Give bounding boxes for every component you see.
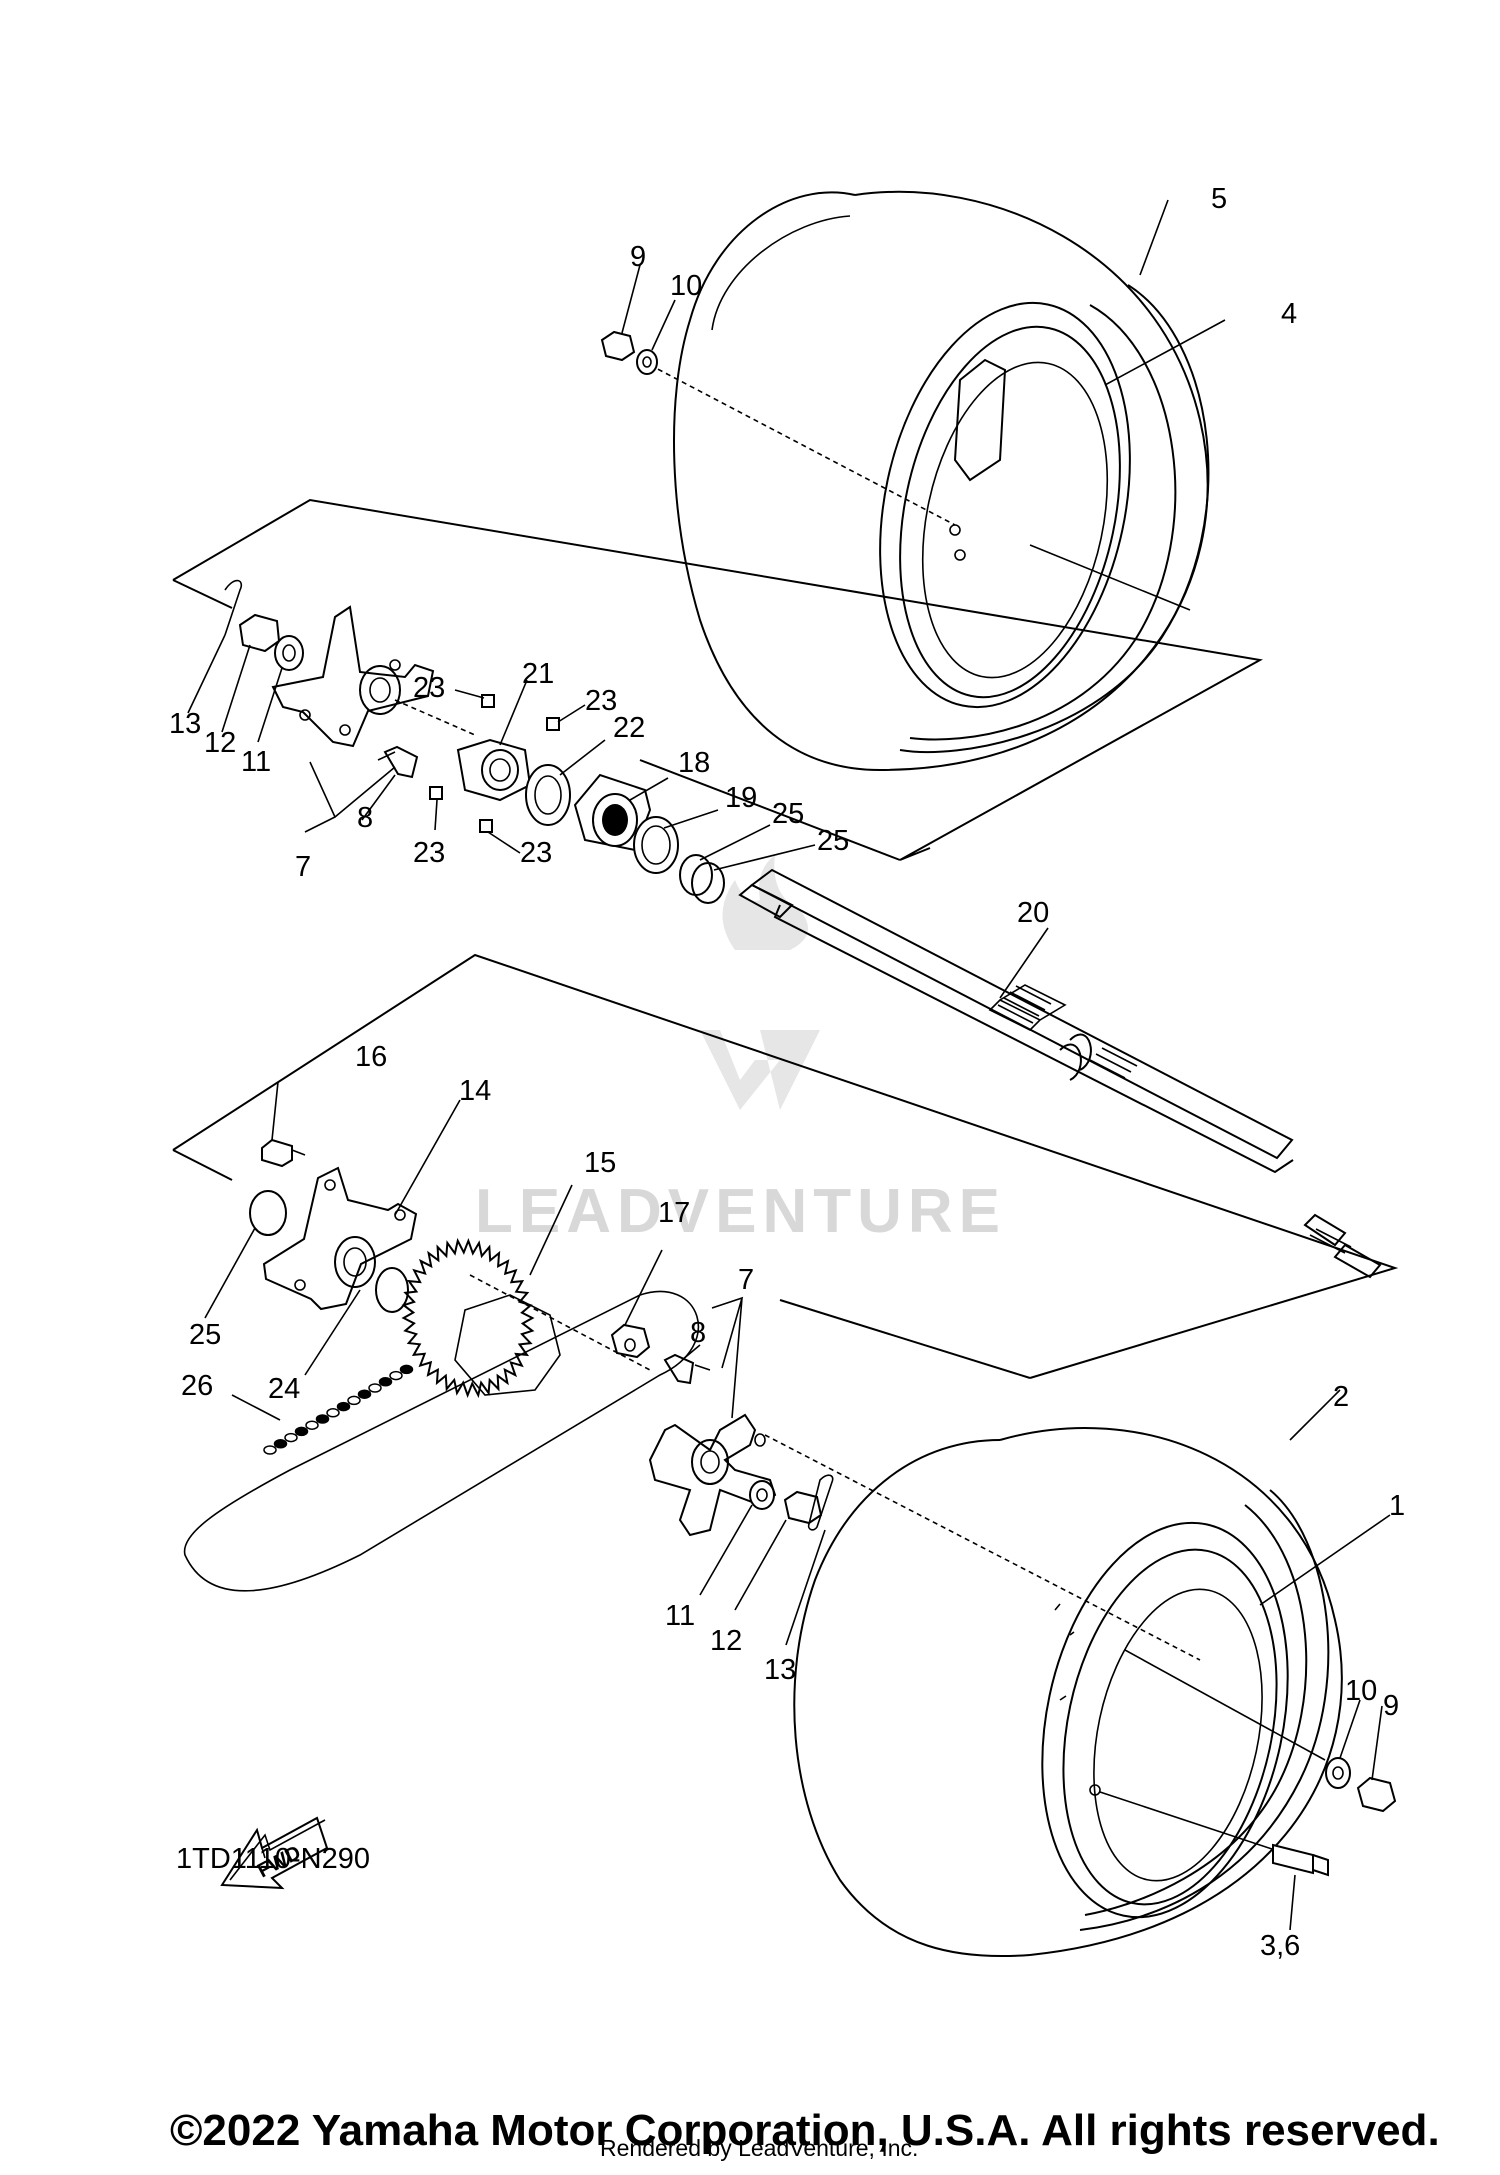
callout-22: 22 (613, 712, 645, 744)
chain-link (336, 1401, 351, 1412)
chain-link (357, 1389, 372, 1399)
callout-26: 26 (181, 1370, 213, 1402)
bottom-nut-washer-valve (1272, 1699, 1397, 1931)
callout-19: 19 (725, 782, 757, 814)
middle-hub-parts (429, 679, 816, 904)
callout-15: 15 (584, 1147, 616, 1179)
callout-25-c: 25 (189, 1319, 221, 1351)
callout-3-6: 3,6 (1260, 1930, 1300, 1962)
callout-4: 4 (1281, 298, 1297, 330)
chain-link (273, 1439, 288, 1449)
axle-splines (997, 985, 1352, 1254)
callout-13-top: 13 (169, 708, 201, 740)
chain-link (347, 1395, 361, 1406)
top-wheel (649, 190, 1226, 771)
chain-link (294, 1426, 309, 1437)
chain-link (399, 1364, 414, 1375)
callout-20: 20 (1017, 897, 1049, 929)
chain-link (315, 1414, 330, 1424)
watermark-text: LEADVENTURE (475, 1177, 1006, 1246)
callout-7-bottom: 7 (738, 1264, 754, 1296)
lower-right-hub-parts (610, 1249, 1201, 1661)
lower-frame (172, 953, 1399, 1379)
bottom-wheel (793, 1389, 1391, 1958)
callout-9-top: 9 (630, 241, 646, 273)
callout-5: 5 (1211, 183, 1227, 215)
callout-11-top: 11 (241, 746, 271, 778)
chain-link (263, 1445, 277, 1455)
callout-23-a: 23 (413, 672, 445, 704)
callout-10-bottom: 10 (1345, 1675, 1377, 1707)
rendered-by-notice: Rendered by LeadVenture, Inc. (600, 2135, 919, 2161)
callout-7-top: 7 (295, 851, 311, 883)
chain-link (378, 1377, 393, 1387)
callout-11-bottom: 11 (665, 1600, 695, 1632)
callout-25-a: 25 (772, 798, 804, 830)
callout-9-bottom: 9 (1383, 1690, 1399, 1722)
callout-21: 21 (522, 658, 554, 690)
callout-12-top: 12 (204, 727, 236, 759)
chain-link (368, 1383, 382, 1393)
callout-23-c: 23 (413, 837, 445, 869)
upper-hub-frame (172, 498, 1263, 861)
chain-link (284, 1432, 298, 1443)
callout-24: 24 (268, 1373, 300, 1405)
callout-1: 1 (1389, 1490, 1405, 1522)
sprocket-hub-parts (204, 1081, 461, 1376)
callout-2: 2 (1333, 1381, 1349, 1413)
rear-axle (738, 868, 1382, 1279)
callout-8-top: 8 (357, 802, 373, 834)
chain-link (389, 1370, 403, 1381)
callout-18: 18 (678, 747, 710, 779)
left-hub-parts (187, 579, 476, 833)
drive-chain (183, 1290, 700, 1592)
sprocket (401, 1184, 651, 1399)
callout-23-b: 23 (585, 685, 617, 717)
callout-labels: 5 4 9 10 13 12 11 7 8 23 21 23 22 18 19 … (169, 183, 1405, 1962)
callout-10-top: 10 (670, 270, 702, 302)
callout-14: 14 (459, 1075, 491, 1107)
callout-17: 17 (658, 1197, 690, 1229)
callout-25-b: 25 (817, 825, 849, 857)
callout-16: 16 (355, 1041, 387, 1073)
callout-23-d: 23 (520, 837, 552, 869)
callout-8-bottom: 8 (690, 1317, 706, 1349)
callout-12-bottom: 12 (710, 1625, 742, 1657)
leadventure-watermark: LEADVENTURE (475, 855, 1006, 1246)
copyright-notice: ©2022 Yamaha Motor Corporation, U.S.A. A… (170, 2106, 1440, 2155)
chain-link (326, 1408, 340, 1418)
callout-13-bottom: 13 (764, 1654, 796, 1686)
chain-link (305, 1420, 319, 1430)
top-nut-washer (600, 264, 676, 375)
diagram-code: 1TD1110-N290 (176, 1843, 370, 1875)
